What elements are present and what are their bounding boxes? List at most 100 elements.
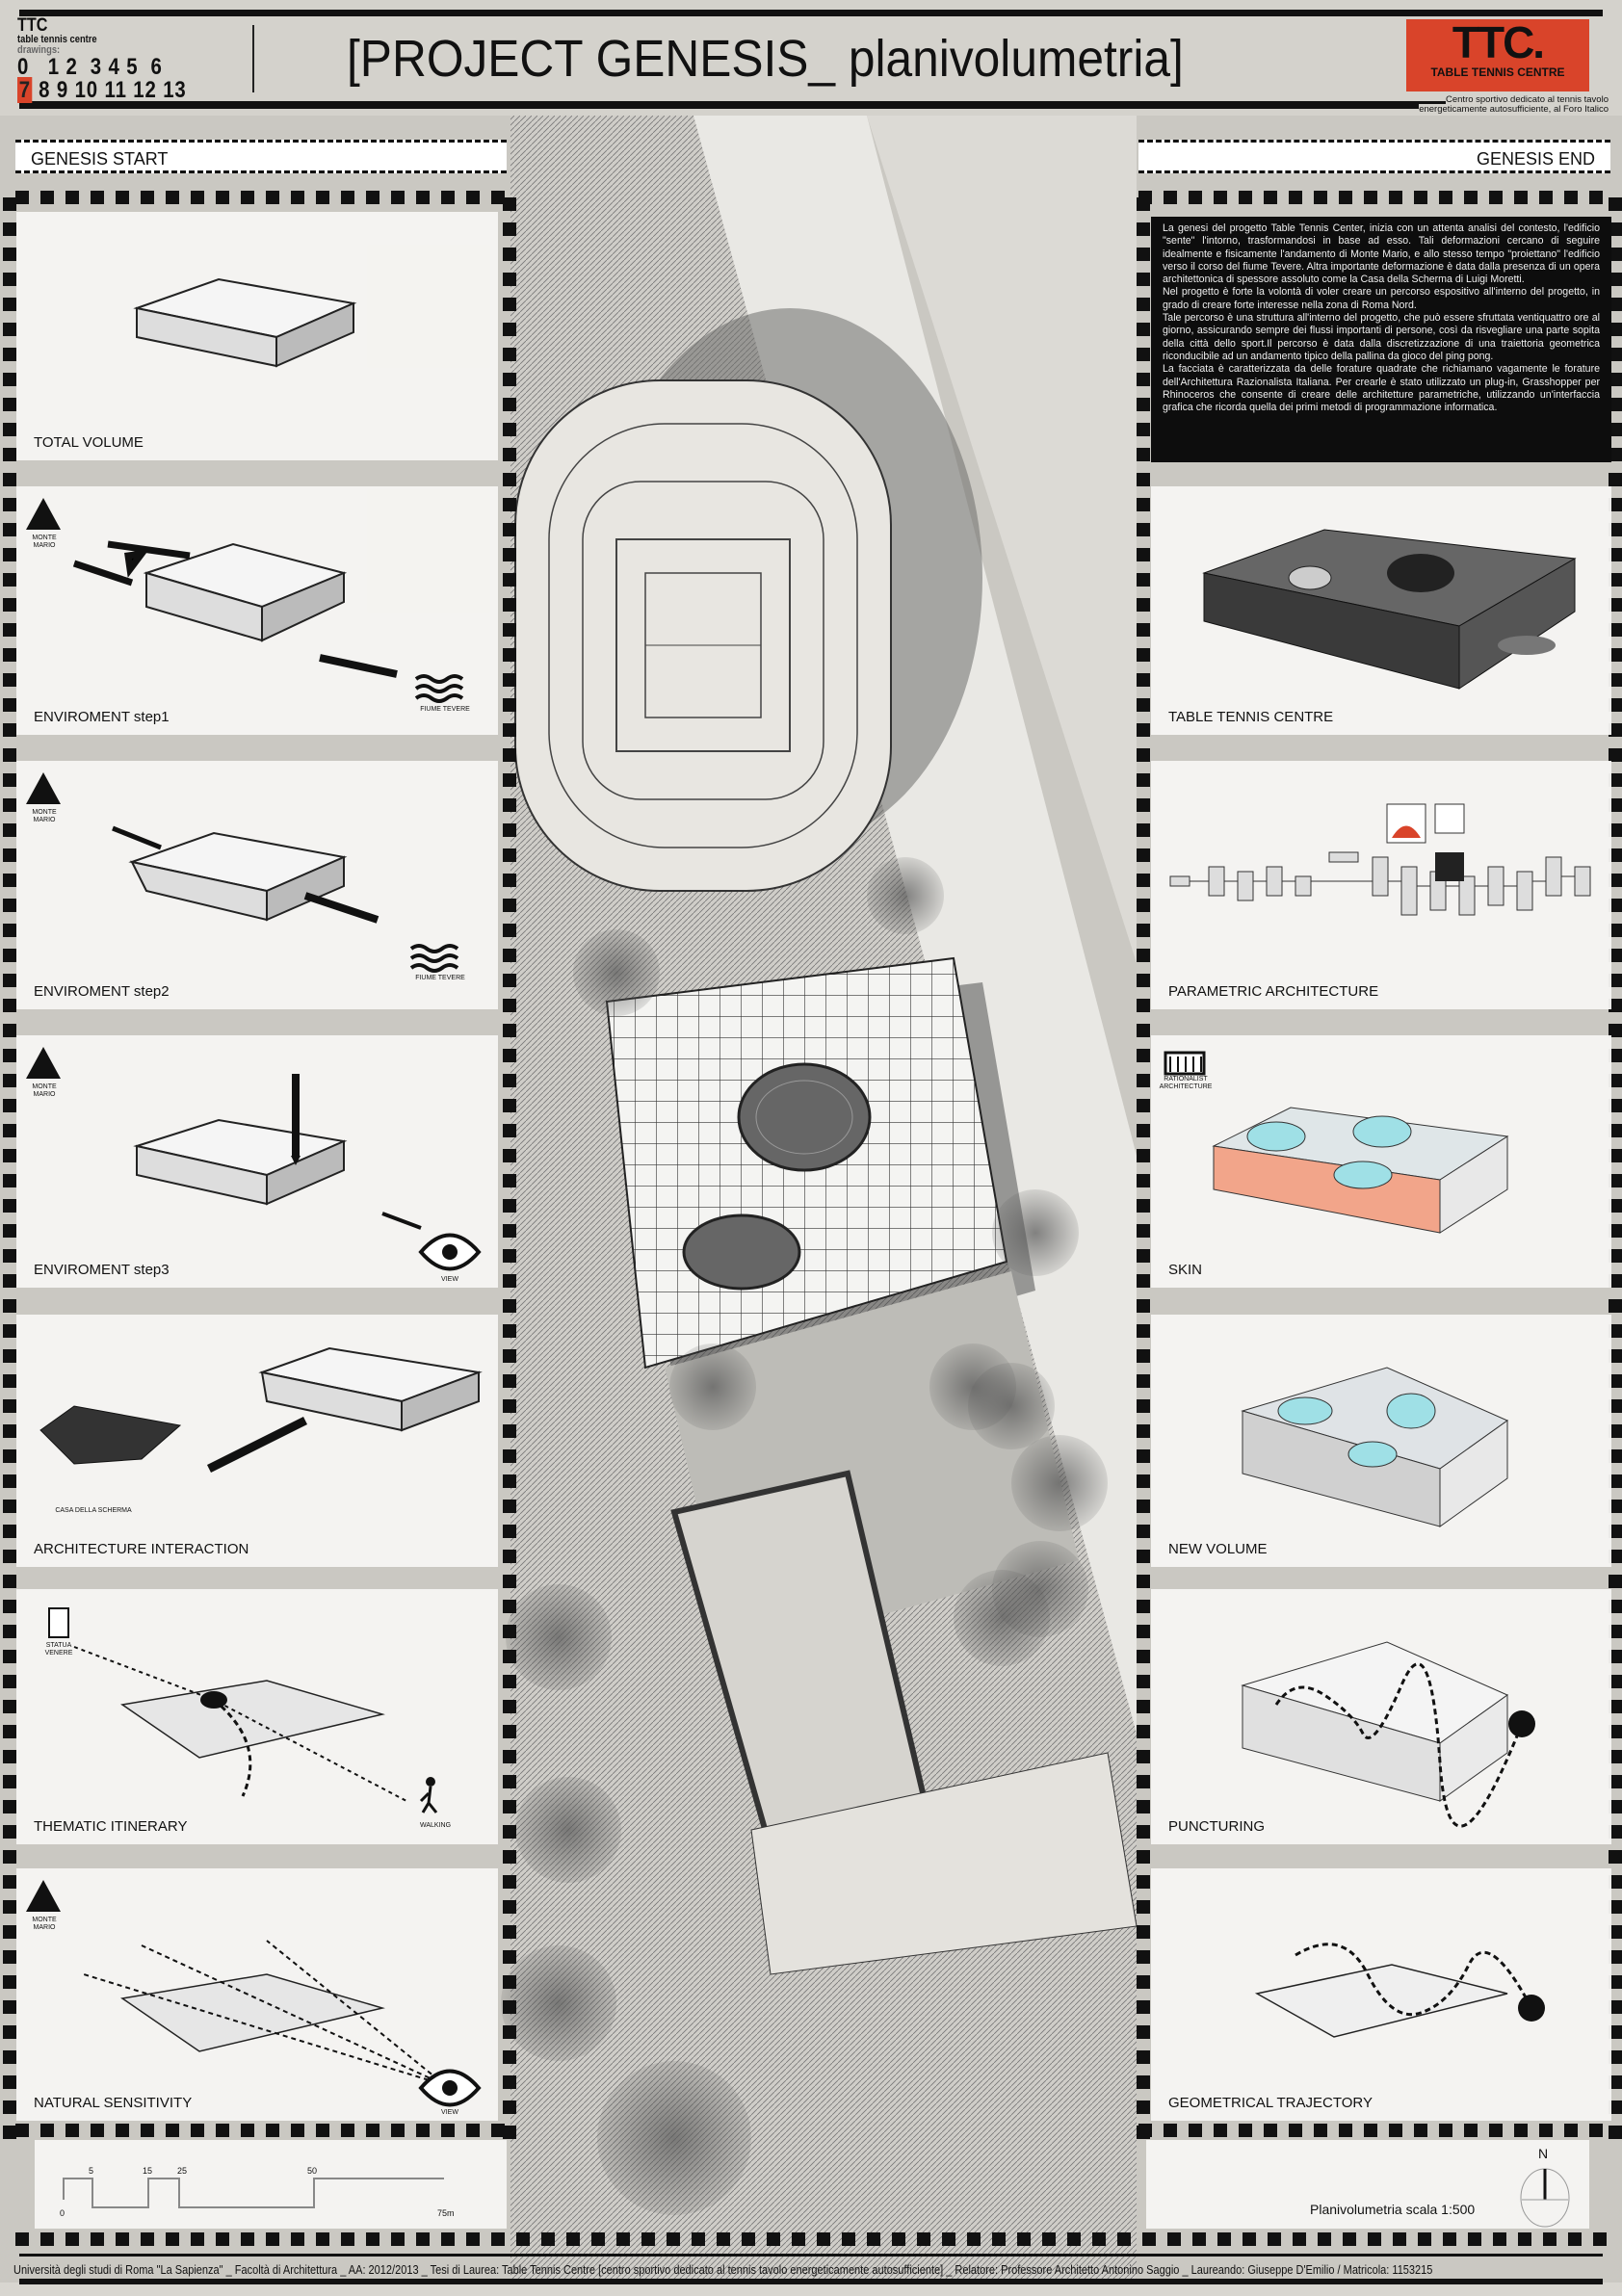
table-tennis-centre-render (1202, 529, 1577, 690)
stadium-plan (514, 379, 892, 892)
logo-main: TTC. (1452, 17, 1545, 67)
tag-walking: WALKING (419, 1822, 452, 1829)
panel-label: NATURAL SENSITIVITY (34, 2095, 193, 2111)
panel-label: TABLE TENNIS CENTRE (1168, 709, 1334, 725)
drawing-number-selected[interactable]: 7 (17, 77, 33, 103)
tag-rationalist-architecture: RATIONALIST ARCHITECTURE (1159, 1076, 1213, 1090)
panel-label: TOTAL VOLUME (34, 434, 144, 451)
panel-label: ENVIROMENT step1 (34, 709, 170, 725)
north-arrow-icon (1520, 2168, 1570, 2228)
natural-sensitivity-drawing (26, 1880, 482, 2107)
drawing-number[interactable]: 11 (104, 77, 127, 103)
panel-puncturing: PUNCTURING (1151, 1589, 1611, 1844)
enviroment-step3-drawing (26, 1047, 482, 1271)
film-strip (1609, 197, 1622, 2143)
tag-view: VIEW (441, 2109, 458, 2116)
film-strip (15, 191, 507, 204)
volume-drawing (133, 277, 357, 368)
statue-icon (48, 1607, 69, 1638)
scale-text: Planivolumetria scala 1:500 (1310, 2202, 1476, 2217)
drawing-number[interactable]: 8 (39, 77, 51, 103)
description-text: La genesi del progetto Table Tennis Cent… (1163, 222, 1600, 414)
scale-tick: 25 (177, 2166, 188, 2176)
drawing-number[interactable]: 2 (65, 54, 78, 80)
scale-bar-graphic (63, 2178, 444, 2208)
panel-geometrical-trajectory: GEOMETRICAL TRAJECTORY (1151, 1868, 1611, 2121)
film-strip (15, 2232, 1610, 2246)
panel-enviroment-step1: MONTE MARIO FIUME TEVERE ENVIROMENT step… (16, 486, 498, 735)
panel-table-tennis-centre: TABLE TENNIS CENTRE (1151, 486, 1611, 735)
drawing-number[interactable]: 6 (150, 54, 163, 80)
drawing-numbers-row2: 7 8 9 10 11 12 13 (17, 77, 187, 103)
tag-monte-mario: MONTE MARIO (32, 809, 57, 823)
panel-new-volume: NEW VOLUME (1151, 1315, 1611, 1567)
film-strip (3, 197, 16, 2143)
film-strip (15, 2124, 507, 2137)
tag-fiume-tevere: FIUME TEVERE (415, 975, 465, 981)
panel-enviroment-step2: MONTE MARIO FIUME TEVERE ENVIROMENT step… (16, 761, 498, 1009)
drawing-number[interactable]: 5 (126, 54, 139, 80)
panel-label: NEW VOLUME (1168, 1541, 1268, 1557)
mountain-icon (26, 1047, 61, 1079)
north-label: N (1538, 2146, 1549, 2161)
header: TTC table tennis centre drawings: 0 1 2 … (0, 0, 1622, 116)
drawings-label: drawings: (17, 44, 61, 56)
water-icon (409, 944, 459, 973)
section-genesis-end: GENESIS END (1138, 140, 1610, 173)
scale-tick: 75m (437, 2208, 455, 2218)
footer-credits: Università degli studi di Roma "La Sapie… (13, 2263, 1433, 2277)
panel-label: ENVIROMENT step2 (34, 983, 170, 1000)
tag-monte-mario: MONTE MARIO (32, 1083, 57, 1098)
enviroment-step2-drawing (26, 772, 459, 973)
building-roof (605, 956, 1035, 1396)
drawing-number[interactable]: 4 (108, 54, 120, 80)
skin-render (1164, 1051, 1509, 1234)
panel-label: ARCHITECTURE INTERACTION (34, 1541, 249, 1557)
drawing-number[interactable]: 12 (133, 77, 157, 103)
tag-casa-della-scherma: CASA DELLA SCHERMA (55, 1507, 132, 1514)
ttc-subtitle: table tennis centre (17, 34, 97, 45)
film-strip (503, 197, 516, 2143)
panel-label: ENVIROMENT step3 (34, 1262, 170, 1278)
panel-label: THEMATIC ITINERARY (34, 1818, 188, 1835)
logo-sub: TABLE TENNIS CENTRE (1430, 65, 1565, 79)
tag-monte-mario: MONTE MARIO (32, 535, 57, 549)
panel-natural-sensitivity: MONTE MARIO VIEW NATURAL SENSITIVITY (16, 1868, 498, 2121)
walking-icon (426, 1777, 435, 1787)
tag-view: VIEW (441, 1276, 458, 1283)
scale-tick: 5 (89, 2166, 94, 2176)
geometrical-trajectory-drawing (1254, 1943, 1545, 2038)
panel-enviroment-step3: MONTE MARIO VIEW ENVIROMENT step3 (16, 1035, 498, 1288)
tagline-2: energeticamente autosufficiente, al Foro… (1419, 104, 1609, 115)
film-strip (1138, 2124, 1610, 2137)
panel-total-volume: TOTAL VOLUME (16, 212, 498, 460)
scale-tick: 50 (307, 2166, 318, 2176)
tag-fiume-tevere: FIUME TEVERE (420, 706, 470, 713)
scale-tick: 0 (60, 2208, 65, 2218)
casa-della-scherma-icon (39, 1405, 182, 1465)
panel-label: GEOMETRICAL TRAJECTORY (1168, 2095, 1373, 2111)
panel-parametric-architecture: PARAMETRIC ARCHITECTURE (1151, 761, 1611, 1009)
ttc-block: TTC table tennis centre drawings: 0 1 2 … (17, 15, 187, 103)
drawing-number[interactable]: 10 (74, 77, 98, 103)
panel-label: PUNCTURING (1168, 1818, 1265, 1835)
section-genesis-start: GENESIS START (15, 140, 507, 173)
scale-bar: 0 5 15 25 50 75m (35, 2140, 507, 2229)
thematic-itinerary-drawing (48, 1607, 438, 1813)
drawing-number[interactable]: 9 (56, 77, 69, 103)
mountain-icon (26, 498, 61, 530)
grasshopper-diagram (1169, 803, 1591, 916)
panel-architecture-interaction: CASA DELLA SCHERMA ARCHITECTURE INTERACT… (16, 1315, 498, 1567)
drawing-number[interactable]: 0 (17, 54, 30, 80)
mountain-icon (26, 1880, 61, 1912)
drawing-number[interactable]: 3 (90, 54, 102, 80)
film-strip (1138, 191, 1610, 204)
drawing-number[interactable]: 1 (47, 54, 60, 80)
ttc-label: TTC (17, 15, 48, 36)
architecture-interaction-drawing (39, 1346, 483, 1474)
drawing-number[interactable]: 13 (163, 77, 187, 103)
new-volume-render (1241, 1367, 1509, 1527)
tagline: Centro sportivo dedicato al tennis tavol… (1446, 94, 1609, 105)
tag-statua-venere: STATUA VENERE (44, 1642, 73, 1657)
page-title: [PROJECT GENESIS_ planivolumetria] (347, 30, 1184, 88)
